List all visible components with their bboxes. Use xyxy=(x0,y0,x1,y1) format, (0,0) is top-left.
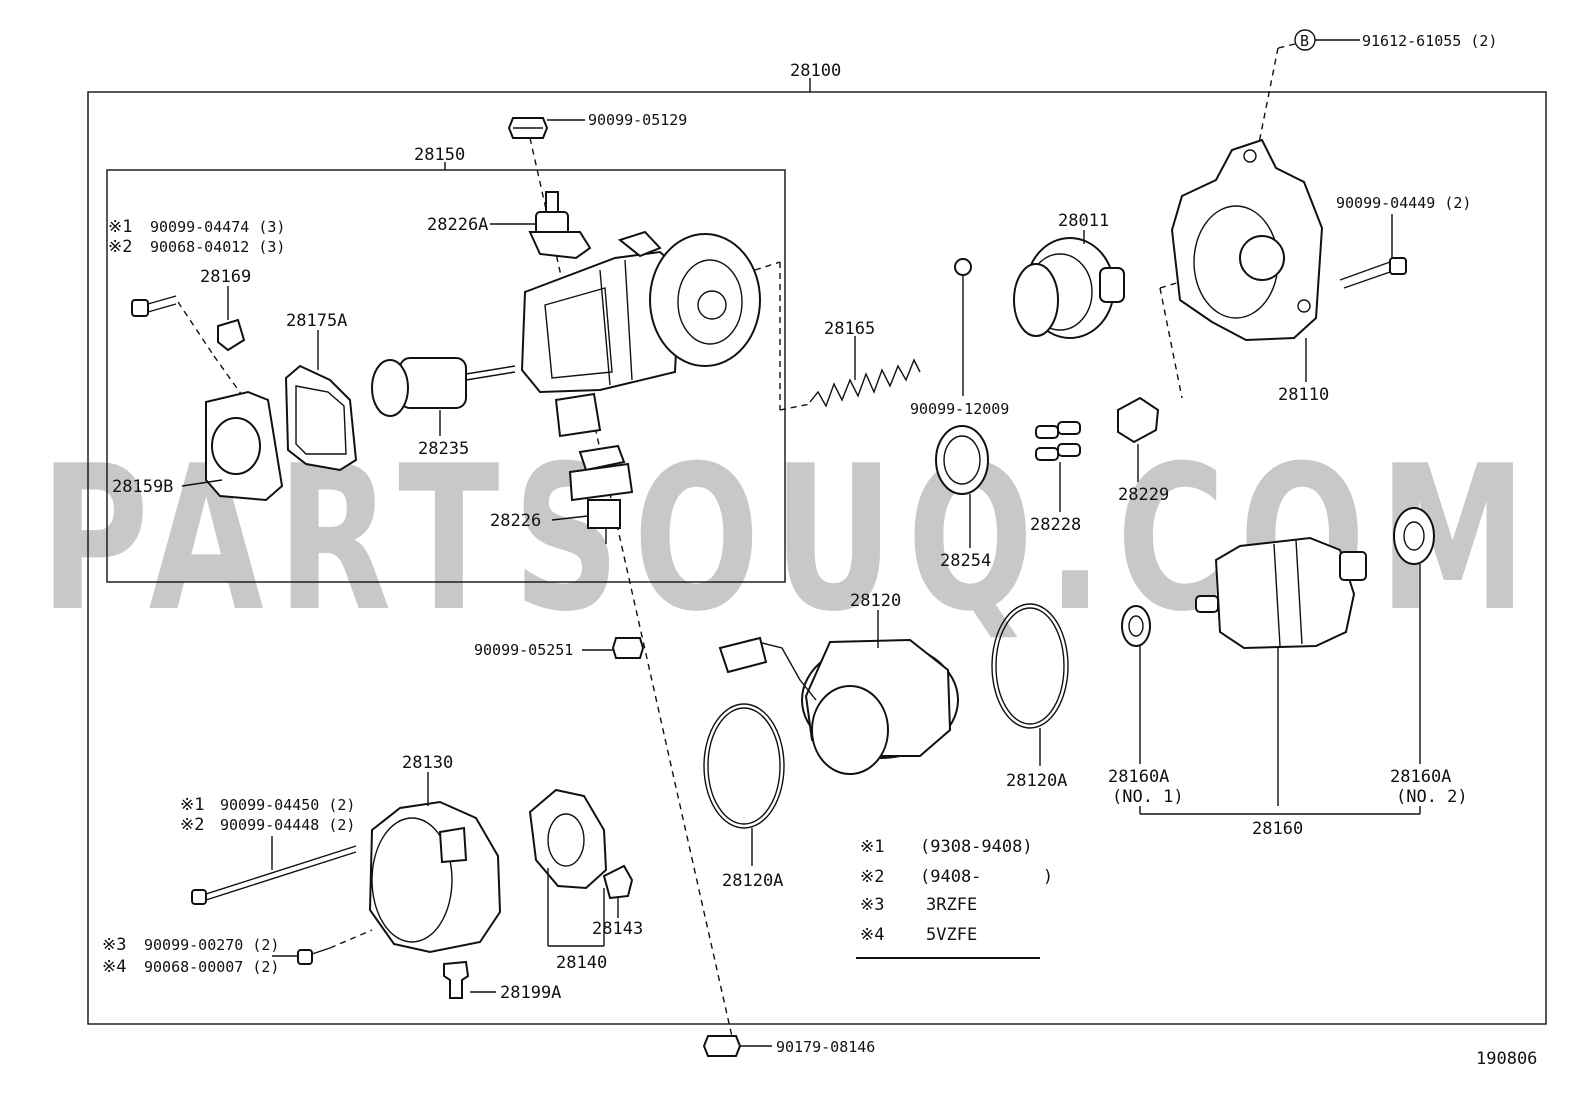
rollers-28228-icon xyxy=(1035,421,1081,461)
callout-28229: 28229 xyxy=(1118,485,1169,505)
bolt-right-icon xyxy=(1339,257,1407,289)
callout-90068-04012: 90068-04012 (3) xyxy=(150,238,285,256)
callout-28130: 28130 xyxy=(402,753,453,773)
subassembly-label: 28150 xyxy=(414,145,465,165)
assembly-frame xyxy=(87,91,1547,1025)
legend-mark-4: ※4 xyxy=(860,925,884,945)
callout-28226: 28226 xyxy=(490,511,541,531)
callout-28143: 28143 xyxy=(592,919,643,939)
callout-28175a: 28175A xyxy=(286,311,347,331)
clip-28169-icon xyxy=(217,318,246,352)
terminal-28226a-icon xyxy=(528,191,592,260)
note2-mark-b: ※2 xyxy=(180,815,204,835)
legend-mark-1: ※1 xyxy=(860,837,884,857)
gasket-28175a-icon xyxy=(284,364,358,472)
callout-90099-04474: 90099-04474 (3) xyxy=(150,218,285,236)
callout-no1: (NO. 1) xyxy=(1112,787,1184,807)
callout-28140: 28140 xyxy=(556,953,607,973)
note4-mark: ※4 xyxy=(102,957,126,977)
callout-28235: 28235 xyxy=(418,439,469,459)
callout-90099-04450: 90099-04450 (2) xyxy=(220,796,355,814)
callout-28120a-left: 28120A xyxy=(722,871,783,891)
legend-text-1: (9308-9408) xyxy=(920,837,1033,857)
assembly-label: 28100 xyxy=(790,61,841,81)
callout-28228: 28228 xyxy=(1030,515,1081,535)
housing-28110-icon xyxy=(1170,138,1324,342)
gear-28254-icon xyxy=(935,425,989,495)
callout-28169: 28169 xyxy=(200,267,251,287)
legend-mark-3: ※3 xyxy=(860,895,884,915)
end-frame-28130-icon xyxy=(368,800,502,954)
callout-no2: (NO. 2) xyxy=(1396,787,1468,807)
callout-28120a-right: 28120A xyxy=(1006,771,1067,791)
solenoid-housing-icon xyxy=(520,230,761,438)
callout-28110: 28110 xyxy=(1278,385,1329,405)
callout-90099-04448: 90099-04448 (2) xyxy=(220,816,355,834)
applicability-legend: ※1 (9308-9408) ※2 (9408- ) ※3 3RZFE ※4 5… xyxy=(856,837,1053,959)
bearing-no2-icon xyxy=(1393,507,1435,565)
through-bolt-icon xyxy=(191,845,357,905)
callout-91612-61055: 91612-61055 (2) xyxy=(1362,32,1497,50)
retainer-28229-icon xyxy=(1117,396,1160,444)
note3-mark: ※3 xyxy=(102,935,126,955)
note1-mark-b: ※1 xyxy=(180,795,204,815)
callout-90099-12009: 90099-12009 xyxy=(910,400,1009,418)
callout-90099-05129: 90099-05129 xyxy=(588,111,687,129)
oring-left-icon xyxy=(703,703,785,829)
callout-90179-08146: 90179-08146 xyxy=(776,1038,875,1056)
clutch-28011-icon xyxy=(1013,237,1125,339)
cover-28159b-icon xyxy=(205,390,284,502)
callout-28159b: 28159B xyxy=(112,477,173,497)
note1-mark-a: ※1 xyxy=(108,217,132,237)
spring-28143-icon xyxy=(602,864,634,900)
screw-icon xyxy=(297,947,331,965)
figure-number: 190806 xyxy=(1476,1049,1537,1069)
callout-90099-05251: 90099-05251 xyxy=(474,641,573,659)
nut-middle-icon xyxy=(611,637,645,659)
ball-icon xyxy=(954,258,972,276)
ref-b-mark: B xyxy=(1300,32,1309,50)
legend-mark-2: ※2 xyxy=(860,867,884,887)
bushing-28199a-icon xyxy=(443,960,470,999)
nut-top-icon xyxy=(507,117,549,139)
callout-90068-00007: 90068-00007 (2) xyxy=(144,958,279,976)
callout-90099-00270: 90099-00270 (2) xyxy=(144,936,279,954)
nut-bottom-icon xyxy=(702,1035,742,1057)
legend-text-2: (9408- ) xyxy=(920,867,1053,887)
subassembly-frame xyxy=(106,169,786,583)
brush-holder-28140-icon xyxy=(528,788,608,890)
callout-28165: 28165 xyxy=(824,319,875,339)
legend-text-3: 3RZFE xyxy=(926,895,977,915)
callout-28254: 28254 xyxy=(940,551,991,571)
callout-28011: 28011 xyxy=(1058,211,1109,231)
callout-28199a: 28199A xyxy=(500,983,561,1003)
note2-mark-a: ※2 xyxy=(108,237,132,257)
plunger-28235-icon xyxy=(371,357,516,417)
yoke-28120-icon xyxy=(718,636,959,775)
callout-28120: 28120 xyxy=(850,591,901,611)
legend-text-4: 5VZFE xyxy=(926,925,977,945)
spring-28165-icon xyxy=(809,358,921,408)
bearing-no1-icon xyxy=(1121,605,1151,647)
callout-90099-04449: 90099-04449 (2) xyxy=(1336,194,1471,212)
bolt-small-icon xyxy=(131,295,177,317)
callout-28160a-no2: 28160A xyxy=(1390,767,1451,787)
oring-right-icon xyxy=(991,603,1069,729)
callout-28160: 28160 xyxy=(1252,819,1303,839)
callout-28160a-no1: 28160A xyxy=(1108,767,1169,787)
terminal-28226-icon xyxy=(568,444,634,544)
armature-28160-icon xyxy=(1195,536,1367,650)
callout-28226a: 28226A xyxy=(427,215,488,235)
